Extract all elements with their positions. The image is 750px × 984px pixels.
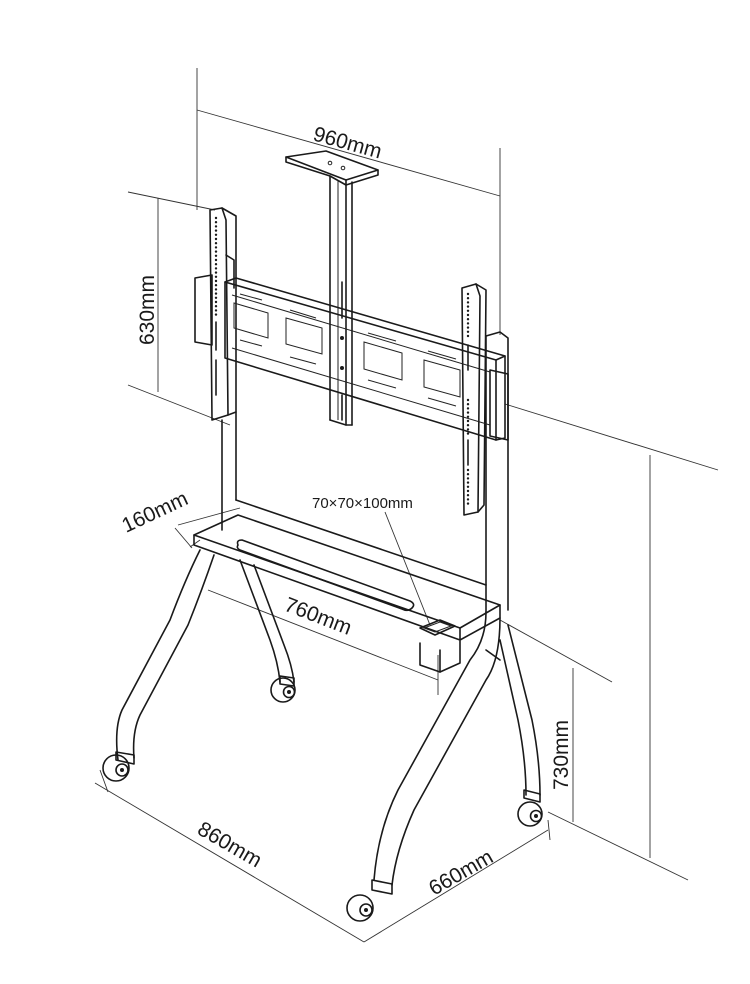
rail-hole (214, 250, 218, 253)
rail-hole (214, 275, 218, 278)
left-front-leg (115, 549, 215, 761)
rail-hole (466, 428, 470, 431)
rail-hole (466, 498, 470, 501)
caster-right-back (517, 789, 543, 827)
rail-hole (466, 424, 470, 427)
rail-hole (214, 221, 218, 224)
dim-base-width: 860mm (94, 769, 365, 943)
right-rail (461, 283, 487, 516)
right-back-leg (499, 624, 541, 796)
label-730mm: 730mm (550, 720, 573, 790)
rail-hole (466, 318, 470, 321)
label-660mm: 660mm (425, 845, 497, 900)
label-box-size: 70×70×100mm (312, 495, 413, 512)
dim-box-size: 70×70×100mm (312, 495, 431, 626)
shelf (193, 514, 501, 641)
rail-hole (214, 271, 218, 274)
rail-hole (214, 267, 218, 270)
rail-slots (215, 281, 469, 466)
rail-hole (466, 305, 470, 308)
rail-hole (466, 407, 470, 410)
rail-hole (466, 398, 470, 402)
dim-shelf-width: 760mm (207, 589, 439, 695)
rail-hole (466, 473, 470, 476)
rail-hole (466, 313, 470, 317)
label-160mm: 160mm (118, 487, 191, 537)
rail-hole (466, 485, 470, 488)
rail-hole (466, 411, 470, 414)
right-front-leg (373, 611, 501, 886)
rail-hole (214, 246, 218, 249)
rail-hole (214, 254, 218, 257)
rail-hole (466, 468, 470, 472)
label-630mm: 630mm (136, 275, 159, 345)
rail-hole (466, 309, 470, 312)
rail-hole (466, 403, 470, 406)
label-860mm: 860mm (194, 817, 266, 872)
rail-hole (466, 297, 470, 300)
caster-left-front (102, 751, 135, 782)
rail-hole (214, 279, 218, 283)
rail-hole (214, 284, 218, 287)
rail-hole (466, 292, 470, 296)
rail-hole (466, 502, 470, 505)
rail-hole (214, 263, 218, 266)
camera-shelf (285, 150, 379, 426)
dim-shelf-height: 730mm (499, 619, 689, 881)
rail-hole (214, 313, 218, 316)
rail-hole (214, 292, 218, 295)
dim-mount-height: 630mm (127, 191, 231, 426)
rail-hole (466, 301, 470, 304)
label-960mm: 960mm (311, 123, 385, 164)
rail-hole (466, 481, 470, 484)
rail-hole (214, 258, 218, 262)
rail-hole (214, 296, 218, 299)
rail-hole (466, 477, 470, 480)
rail-hole (214, 216, 218, 220)
rail-hole (466, 330, 470, 333)
rail-hole (214, 233, 218, 236)
rail-hole (214, 288, 218, 291)
caster-left-back (270, 675, 296, 703)
rail-hole (466, 419, 470, 423)
rail-hole (466, 334, 470, 338)
rail-hole (466, 326, 470, 329)
rail-hole (214, 300, 218, 304)
rail-hole (214, 229, 218, 232)
rail-hole (214, 305, 218, 308)
rail-hole (214, 309, 218, 312)
rail-hole (466, 494, 470, 497)
rail-hole (214, 225, 218, 228)
mount-bracket (224, 277, 506, 441)
rail-hole (466, 432, 470, 435)
rail-hole (214, 237, 218, 241)
rail-hole (214, 242, 218, 245)
rail-hole (466, 489, 470, 493)
rail-hole (466, 415, 470, 418)
rail-holes (214, 216, 470, 505)
right-column (485, 331, 509, 613)
dim-total-height (504, 403, 719, 858)
accessory-box (419, 619, 461, 673)
rail-hole (466, 322, 470, 325)
caster-right-front (346, 879, 393, 922)
left-lower-post (221, 411, 487, 586)
